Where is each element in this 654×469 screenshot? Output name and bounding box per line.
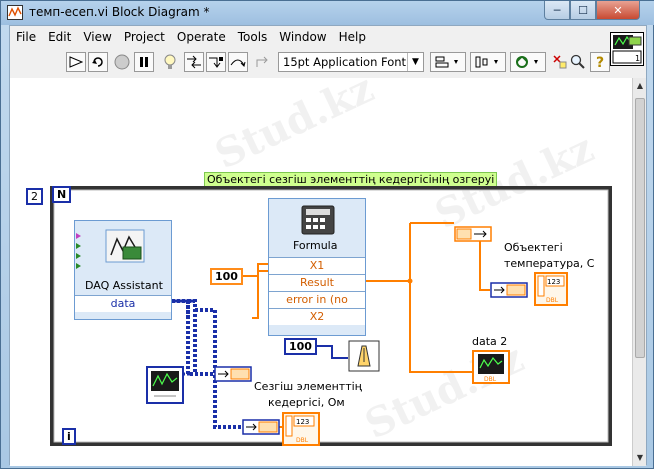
labview-app-icon — [7, 5, 23, 20]
menu-help[interactable]: Help — [338, 30, 366, 44]
formula-title: Formula — [293, 239, 338, 252]
data2-type-label: DBL — [484, 376, 497, 383]
step-out-icon[interactable] — [252, 52, 272, 72]
retain-wire-values-icon[interactable] — [184, 52, 204, 72]
loop-iteration-terminal[interactable]: i — [62, 428, 76, 445]
for-loop-structure[interactable] — [10, 78, 632, 466]
formula-input-x1[interactable]: X1 — [269, 257, 365, 274]
font-dropdown-value: 15pt Application Font — [283, 55, 407, 69]
highlight-execution-icon[interactable] — [160, 52, 180, 72]
clean-up-diagram-icon[interactable] — [550, 52, 570, 72]
step-into-icon[interactable] — [206, 52, 226, 72]
run-continuously-icon[interactable] — [88, 52, 108, 72]
resistance-indicator-type: DBL — [296, 437, 309, 444]
temperature-indicator-value: 123 — [547, 278, 560, 286]
toolbar: 15pt Application Font ▼ ? — [10, 50, 646, 76]
distribute-objects-dropdown[interactable] — [470, 52, 506, 72]
menu-view[interactable]: View — [83, 30, 112, 44]
menu-operate[interactable]: Operate — [176, 30, 226, 44]
menu-project[interactable]: Project — [123, 30, 165, 44]
resistance-label-line1: Сезгіш элементтің — [254, 380, 362, 393]
connector-pane-icon[interactable]: 1 — [610, 32, 644, 66]
daq-assistant-node[interactable]: DAQ Assistant data — [74, 220, 172, 320]
step-over-icon[interactable] — [228, 52, 248, 72]
data2-label: data 2 — [472, 335, 508, 348]
title-bar: темп-есеп.vi Block Diagram * ─ ☐ ✕ — [1, 1, 654, 25]
wait-ms-icon[interactable] — [348, 340, 380, 372]
run-arrow-icon[interactable] — [66, 52, 86, 72]
formula-output-result[interactable]: Result — [269, 274, 365, 291]
wait-ms-constant[interactable]: 100 — [284, 338, 317, 355]
menu-tools[interactable]: Tools — [237, 30, 268, 44]
convert-dynamic-icon[interactable] — [214, 366, 252, 382]
window-title: темп-есеп.vi Block Diagram * — [29, 5, 210, 19]
convert-dynamic-icon[interactable] — [490, 282, 528, 298]
search-icon[interactable] — [568, 52, 588, 72]
formula-error-in[interactable]: error in (no error) — [269, 291, 365, 308]
pause-icon[interactable] — [134, 52, 154, 72]
daq-assistant-title: DAQ Assistant — [85, 279, 163, 292]
calculator-icon — [301, 205, 335, 235]
block-diagram-canvas[interactable]: Stud.kz Stud.kz Stud.kz Объектегі сезгіш… — [10, 65, 632, 466]
menu-bar: File Edit View Project Operate Tools Win… — [10, 26, 646, 48]
chevron-down-icon: ▼ — [407, 53, 423, 71]
menu-file[interactable]: File — [16, 30, 37, 44]
scroll-thumb[interactable] — [635, 98, 645, 358]
temperature-indicator-type: DBL — [546, 297, 559, 304]
scroll-up-icon[interactable]: ▲ — [636, 80, 644, 90]
waveform-graph-icon[interactable] — [146, 366, 184, 404]
align-objects-dropdown[interactable] — [430, 52, 466, 72]
font-dropdown[interactable]: 15pt Application Font ▼ — [278, 52, 424, 72]
convert-to-dynamic-icon[interactable] — [454, 226, 492, 242]
formula-input-x2[interactable]: X2 — [269, 308, 365, 325]
resistance-indicator[interactable]: 123 DBL — [282, 412, 320, 446]
wait-wire — [312, 345, 348, 359]
loop-count-constant[interactable]: 2 — [26, 188, 43, 205]
resistance-indicator-value: 123 — [296, 418, 309, 426]
loop-count-terminal[interactable]: N — [52, 186, 72, 203]
temperature-label-line1: Объектегі — [504, 241, 563, 254]
daq-assistant-icon — [105, 229, 145, 263]
daq-data-output[interactable]: data — [75, 295, 171, 312]
reorder-dropdown[interactable] — [510, 52, 546, 72]
wire-junction — [407, 278, 413, 284]
scroll-down-icon[interactable]: ▼ — [636, 452, 644, 462]
resistance-label-line2: кедергісі, Ом — [268, 396, 345, 409]
numeric-wires — [236, 222, 490, 428]
for-loop-border — [50, 186, 612, 446]
maximize-button[interactable]: ☐ — [570, 1, 596, 20]
temperature-indicator[interactable]: 123 DBL — [534, 272, 568, 306]
x1-constant[interactable]: 100 — [210, 268, 243, 285]
connector-pane-badge: 1 — [635, 54, 640, 63]
minimize-button[interactable]: ─ — [544, 1, 570, 20]
svg-text:?: ? — [596, 55, 604, 70]
menu-window[interactable]: Window — [279, 30, 327, 44]
temperature-label-line2: температура, С — [504, 257, 595, 270]
formula-node[interactable]: Formula X1 Result error in (no error) X2 — [268, 198, 366, 336]
context-help-icon[interactable]: ? — [590, 52, 610, 72]
close-button[interactable]: ✕ — [596, 1, 640, 20]
daq-input-terminals — [76, 233, 81, 269]
abort-icon[interactable] — [112, 52, 132, 72]
convert-dynamic-icon[interactable] — [242, 419, 280, 435]
menu-edit[interactable]: Edit — [48, 30, 72, 44]
waveform-chart-icon[interactable]: DBL — [472, 350, 510, 384]
client-area: File Edit View Project Operate Tools Win… — [9, 25, 647, 466]
vertical-scrollbar[interactable]: ▲ ▼ — [632, 78, 646, 466]
